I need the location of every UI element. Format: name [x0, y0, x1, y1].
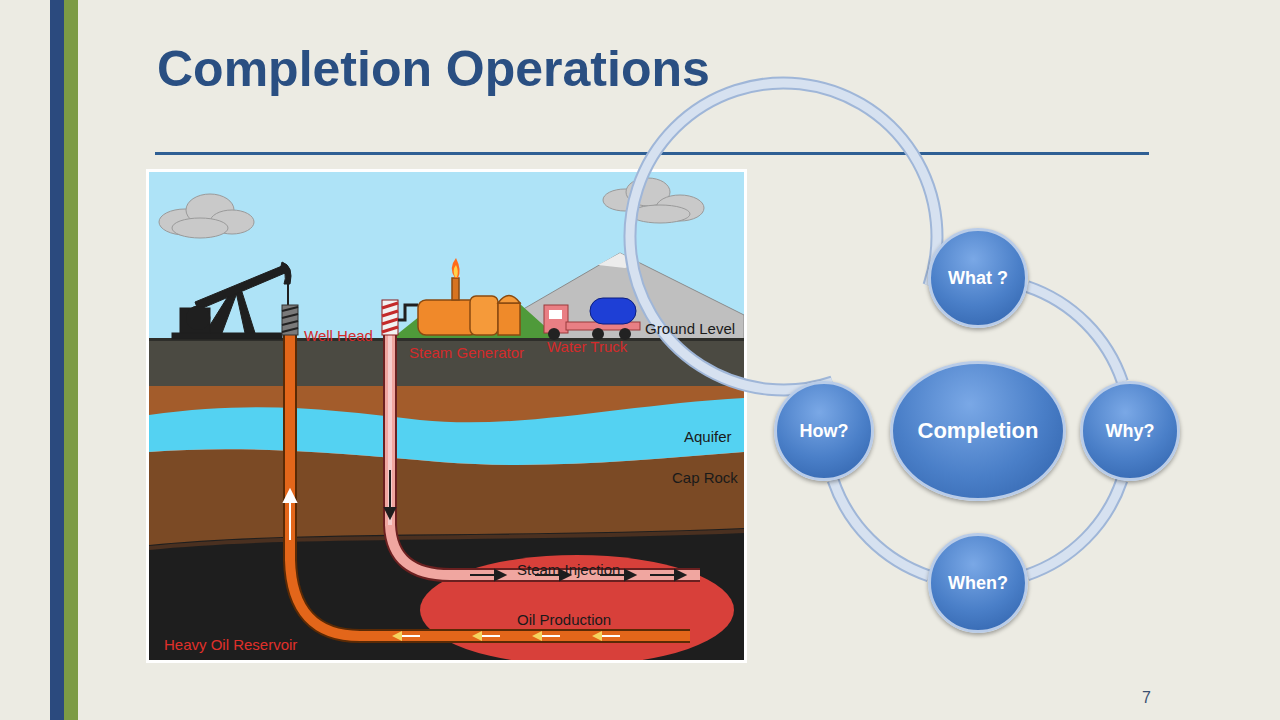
cycle-circle: How? [774, 381, 874, 481]
node-text: How? [794, 421, 855, 442]
water-truck-label: Water Truck [547, 338, 627, 355]
aquifer-label: Aquifer [684, 428, 732, 445]
ground-level-label: Ground Level [645, 320, 735, 337]
slide-title: Completion Operations [157, 40, 710, 98]
cycle-circle: Why? [1080, 381, 1180, 481]
cycle-circle: When? [928, 533, 1028, 633]
oil-production-label: Oil Production [517, 611, 611, 628]
node-text: Completion [912, 418, 1045, 444]
steam-injection-label: Steam Injection [517, 561, 620, 578]
center-ellipse: Completion [890, 361, 1066, 501]
side-bar-blue [50, 0, 64, 720]
ring-arc [630, 83, 937, 390]
well-head-label: Well Head [304, 327, 373, 344]
steam-generator-label: Steam Generator [409, 344, 524, 361]
page-number: 7 [1142, 689, 1151, 707]
cap-rock-label: Cap Rock [672, 469, 738, 486]
node-text: When? [942, 573, 1014, 594]
ring-arc [1027, 480, 1122, 575]
cycle-circle: What ? [928, 228, 1028, 328]
ring-arc [833, 480, 929, 576]
node-text: What ? [942, 268, 1014, 289]
ring-arc [1027, 287, 1122, 382]
node-text: Why? [1100, 421, 1161, 442]
reservoir-label: Heavy Oil Reservoir [164, 636, 297, 653]
side-bar-green [64, 0, 78, 720]
